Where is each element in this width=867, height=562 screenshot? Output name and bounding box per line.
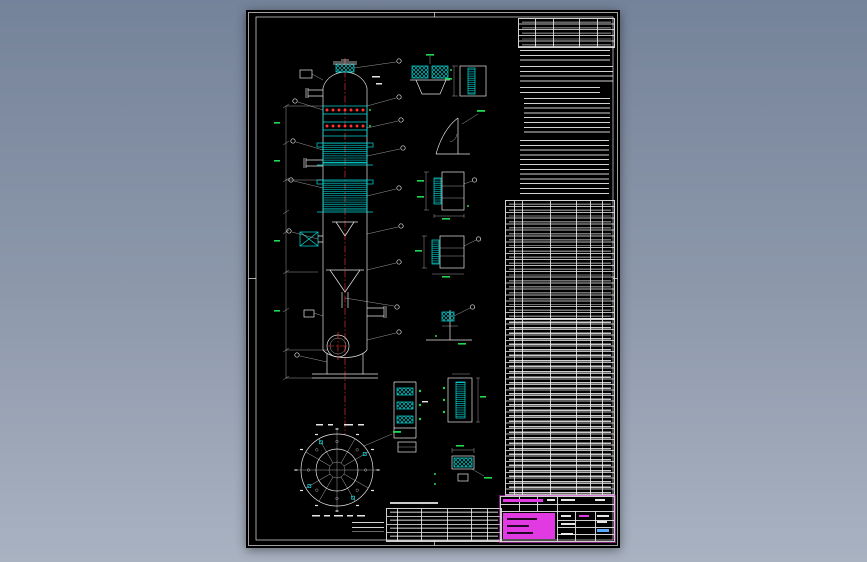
detail-view-7 [442,373,486,423]
schedule-caption-line [390,502,438,504]
leader-callouts [286,58,406,363]
detail-view-8 [434,445,492,485]
table-column-line [535,19,536,47]
detail-view-4 [415,235,482,278]
title-block-line [595,511,596,541]
title-block-line [557,520,614,521]
detail-view-weld [435,110,485,155]
title-block-line [575,511,576,541]
detail-view-3 [417,171,478,220]
technical-requirements-block [520,140,609,194]
table-column-line [447,509,448,541]
table-column-line [522,201,523,319]
packing-bed-2 [322,179,368,211]
title-text [595,499,605,501]
technical-notes-block [524,98,610,136]
table-column-line [602,201,603,319]
title-block-line [557,534,614,535]
title-text [561,523,575,525]
title-block-line [519,497,520,511]
title-block-line [537,497,538,511]
detail-view-5 [426,304,476,345]
footnote-text-block [352,522,384,532]
title-block-line [557,497,558,541]
stamp-glyph-line [507,525,529,527]
table-column-line [590,201,591,319]
title-text [597,515,609,517]
top-nozzle [335,63,355,73]
table-column-line [579,19,580,47]
table-column-line [471,509,472,541]
general-notes-block-2 [520,66,613,84]
title-text [561,533,573,535]
title-block [500,496,615,542]
liquid-distributor [326,269,364,308]
title-text [561,499,575,501]
parts-list-upper [505,200,615,320]
orientation-view [294,424,401,517]
title-text [547,499,555,501]
title-text [597,521,607,523]
table-column-line [397,509,398,541]
stamp-text-line [503,499,543,502]
main-elevation-view [274,58,406,435]
table-column-line [487,509,488,541]
title-block-line [557,527,614,528]
detail-view-1 [410,54,452,95]
bottom-schedule-table [386,508,502,542]
general-notes-block-1 [520,50,610,63]
detail-view-2 [445,65,487,97]
general-notes-block-3 [520,87,600,95]
drawing-sheet [246,10,620,548]
table-column-line [550,201,551,319]
table-column-line [522,319,523,495]
parts-list-lower [505,318,615,496]
stamp-glyph-line [507,518,537,520]
title-block-stamp [503,513,555,539]
table-column-line [602,319,603,495]
table-column-line [597,19,598,47]
table-column-line [550,319,551,495]
table-column-line [553,19,554,47]
nozzle-tray-section [322,105,368,137]
table-column-line [421,509,422,541]
stamp-text-line [579,515,589,517]
top-right-revision-table [518,18,615,48]
scale-text [597,529,609,532]
drawing-linework [248,12,618,546]
table-column-line [576,319,577,495]
table-column-line [514,201,515,319]
table-column-line [590,319,591,495]
title-text [561,515,571,517]
stamp-glyph-line [507,532,533,534]
table-column-line [576,201,577,319]
packing-bed-1 [322,142,368,164]
detail-view-6 [393,381,428,453]
table-column-line [514,319,515,495]
